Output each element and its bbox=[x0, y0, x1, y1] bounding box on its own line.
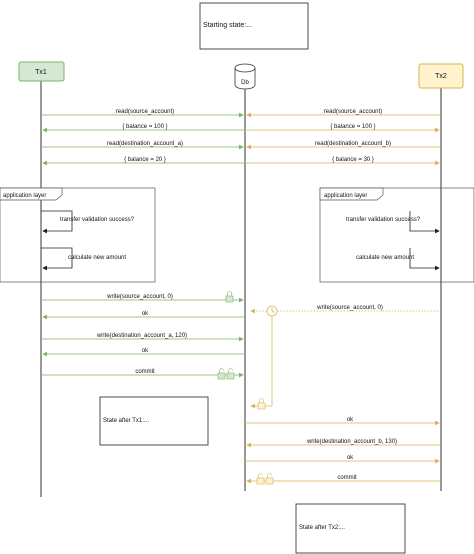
msg-write-dest-a: write(destination_account_a, 120) bbox=[96, 333, 187, 339]
starting-state-label: Starting state:... bbox=[203, 22, 252, 29]
lock-icon bbox=[226, 368, 235, 380]
starting-state-box: Starting state:... bbox=[199, 2, 309, 50]
self-msg-calc-tx2: calculate new amount bbox=[356, 255, 414, 261]
msg-write-source-tx2: write(source_account, 0) bbox=[316, 305, 383, 311]
msg-ok-4: ok bbox=[347, 455, 354, 461]
app-layer-right-title: application layer bbox=[324, 193, 367, 199]
tx1-participant: Tx1 bbox=[18, 61, 65, 82]
msg-ok-3: ok bbox=[347, 417, 354, 423]
lock-icon bbox=[217, 368, 226, 380]
tx1-label: Tx1 bbox=[35, 69, 47, 76]
lock-icon bbox=[256, 473, 265, 485]
msg-commit-tx2: commit bbox=[337, 475, 357, 481]
msg-read-dest-a: read(destination_account_a) bbox=[107, 141, 183, 147]
app-layer-left-title: application layer bbox=[3, 193, 46, 199]
lock-icon bbox=[225, 291, 234, 303]
msg-commit-tx1: commit bbox=[135, 369, 155, 375]
msg-balance-100-tx1: { balance = 100 } bbox=[122, 124, 167, 130]
self-msg-validation-tx1: transfer validation success? bbox=[60, 217, 135, 223]
lock-icon bbox=[257, 398, 266, 410]
msg-balance-30: { balance = 30 } bbox=[332, 157, 374, 163]
state-after-tx2-label: State after Tx2:... bbox=[299, 525, 345, 531]
tx2-participant: Tx2 bbox=[418, 63, 464, 89]
tx2-label: Tx2 bbox=[435, 73, 447, 80]
msg-read-dest-b: read(destination_account_b) bbox=[315, 141, 391, 147]
clock-icon bbox=[266, 305, 278, 317]
app-layer-frame-left: application layer bbox=[0, 187, 156, 283]
app-layer-frame-right: application layer bbox=[319, 187, 474, 283]
msg-ok-2: ok bbox=[142, 348, 149, 354]
state-after-tx1-label: State after Tx1:... bbox=[103, 418, 149, 424]
msg-balance-100-tx2: { balance = 100 } bbox=[330, 124, 375, 130]
msg-read-source-tx1: read(source_account) bbox=[116, 109, 174, 115]
db-participant: Db bbox=[234, 63, 256, 90]
self-msg-calc-tx1: calculate new amount bbox=[68, 255, 126, 261]
self-msg-validation-tx2: transfer validation success? bbox=[346, 217, 421, 223]
state-after-tx2-box: State after Tx2:... bbox=[295, 503, 406, 554]
msg-balance-20: { balance = 20 } bbox=[124, 157, 166, 163]
msg-write-source-tx1: write(source_account, 0) bbox=[106, 294, 173, 300]
lock-icon bbox=[265, 473, 274, 485]
db-label: Db bbox=[241, 80, 249, 86]
msg-read-source-tx2: read(source_account) bbox=[324, 109, 382, 115]
msg-write-dest-b: write(destination_account_b, 130) bbox=[306, 439, 397, 445]
msg-ok-1: ok bbox=[142, 311, 149, 317]
state-after-tx1-box: State after Tx1:... bbox=[99, 396, 209, 446]
